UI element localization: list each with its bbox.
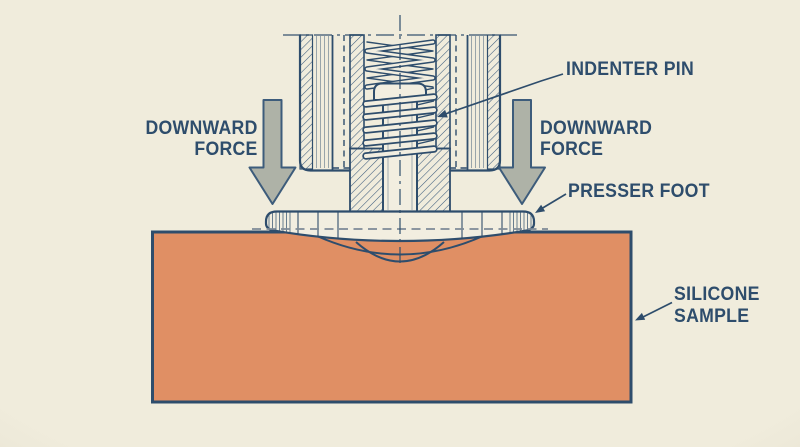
housing-outer-sleeve <box>298 34 502 172</box>
spring-top-coils <box>364 39 436 90</box>
center-lines <box>283 15 517 268</box>
label-indenter-pin: INDENTER PIN <box>566 59 695 80</box>
leader-lines <box>437 73 673 321</box>
label-presser-foot: PRESSER FOOT <box>568 181 710 202</box>
label-downward-force-left-line2: FORCE <box>194 139 258 160</box>
presser-foot-leader <box>535 193 567 213</box>
force-arrow-left <box>248 99 297 205</box>
label-silicone-sample: SILICONE SAMPLE <box>674 284 760 328</box>
label-downward-force-right-line2: FORCE <box>540 139 604 160</box>
label-downward-force-right-line1: DOWNWARD <box>540 118 653 139</box>
label-downward-force-right: DOWNWARD FORCE <box>540 118 652 160</box>
silicone-sample-leader <box>635 301 673 321</box>
label-silicone-sample-line2: SAMPLE <box>674 306 750 327</box>
force-arrow-right <box>498 99 546 205</box>
label-downward-force-left-line1: DOWNWARD <box>145 118 258 139</box>
hidden-cavity-outline <box>333 35 467 169</box>
label-downward-force-left: DOWNWARD FORCE <box>146 118 258 160</box>
indenter-pin-leader <box>437 73 564 118</box>
silicone-sample <box>151 230 633 404</box>
label-silicone-sample-line1: SILICONE <box>674 284 760 305</box>
